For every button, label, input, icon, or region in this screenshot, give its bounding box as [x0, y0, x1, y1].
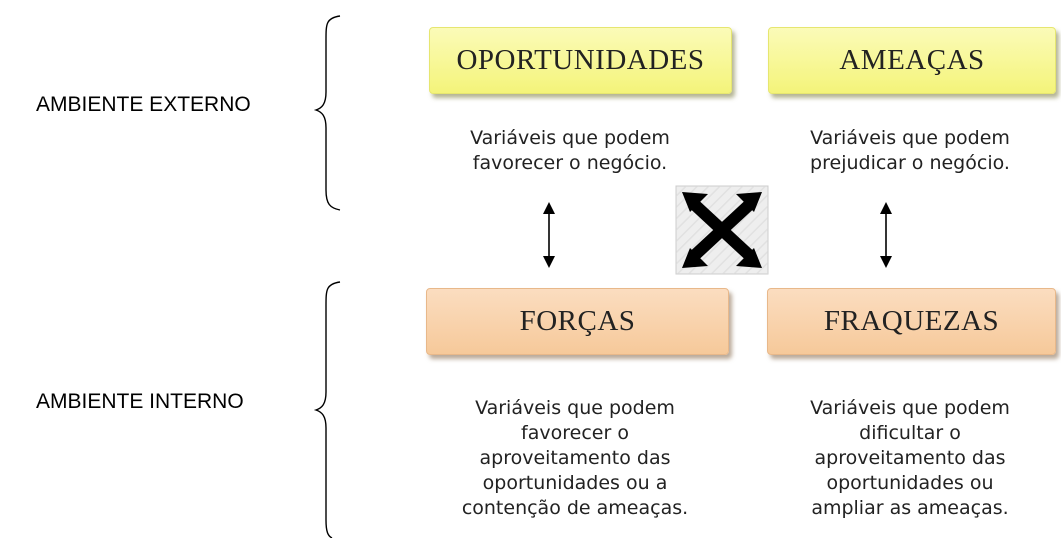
cross-arrows-icon [675, 185, 769, 275]
opportunities-box: OPORTUNIDADES [429, 27, 732, 94]
internal-brace [313, 281, 341, 538]
threats-description: Variáveis que podem prejudicar o negócio… [810, 127, 1010, 174]
threats-box: AMEAÇAS [768, 27, 1056, 94]
opportunities-description: Variáveis que podem favorecer o negócio. [470, 127, 670, 174]
external-brace [313, 15, 341, 211]
strengths-box: FORÇAS [426, 288, 729, 355]
external-environment-label: AMBIENTE EXTERNO [36, 93, 251, 116]
weaknesses-box: FRAQUEZAS [767, 288, 1056, 355]
left-double-arrow-icon [543, 202, 555, 268]
right-double-arrow-icon [880, 202, 892, 268]
strengths-description: Variáveis que podem favorecer o aproveit… [461, 397, 689, 519]
internal-environment-label: AMBIENTE INTERNO [36, 390, 244, 413]
weaknesses-description: Variáveis que podem dificultar o aprovei… [810, 397, 1010, 519]
